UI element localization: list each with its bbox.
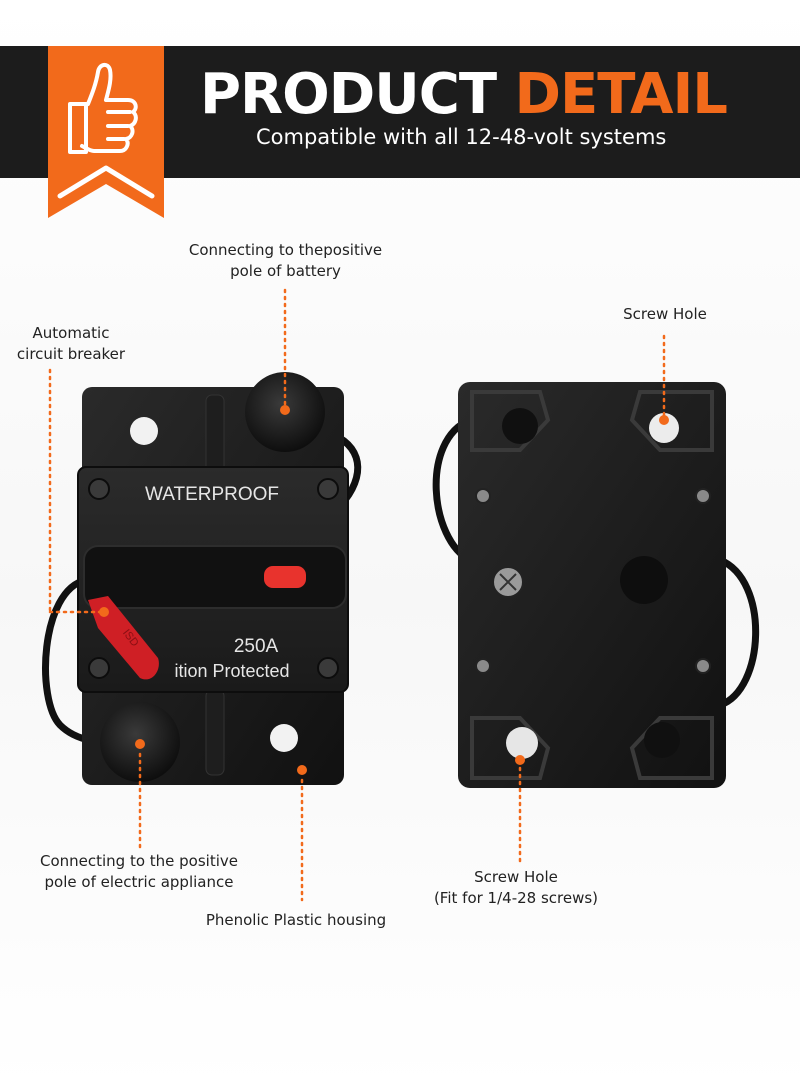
callout-battery: Connecting to thepositive pole of batter… xyxy=(188,241,383,280)
back-housing xyxy=(458,382,726,788)
waterproof-text: WATERPROOF xyxy=(145,484,279,505)
callout-screw-top: Screw Hole xyxy=(623,305,707,323)
breaker-front: WATERPROOF 250A ition Protected ISD xyxy=(42,372,362,785)
callout-dots xyxy=(99,405,669,775)
screw-hole-top xyxy=(649,413,679,443)
callout-screw-bottom: Screw Hole (Fit for 1/4-28 screws) xyxy=(433,868,599,907)
rating-text: 250A xyxy=(234,636,279,657)
callout-lines xyxy=(48,288,666,902)
thumbs-up-badge xyxy=(48,46,164,218)
page-subtitle: Compatible with all 12-48-volt systems xyxy=(256,125,667,149)
protected-text: ition Protected xyxy=(174,661,289,681)
thumbs-up-icon xyxy=(68,63,138,154)
switch-bar xyxy=(83,545,347,609)
breaker-back xyxy=(432,382,760,788)
callout-appliance: Connecting to the positive pole of elect… xyxy=(39,852,239,891)
page-title: PRODUCT DETAIL xyxy=(200,62,728,127)
reset-button xyxy=(264,566,306,588)
mount-hole xyxy=(130,417,158,445)
screw-hole-bottom xyxy=(506,727,538,759)
mount-hole xyxy=(270,724,298,752)
callout-housing: Phenolic Plastic housing xyxy=(205,911,387,929)
callout-breaker: Automatic circuit breaker xyxy=(16,324,126,363)
trip-lever xyxy=(88,596,159,680)
